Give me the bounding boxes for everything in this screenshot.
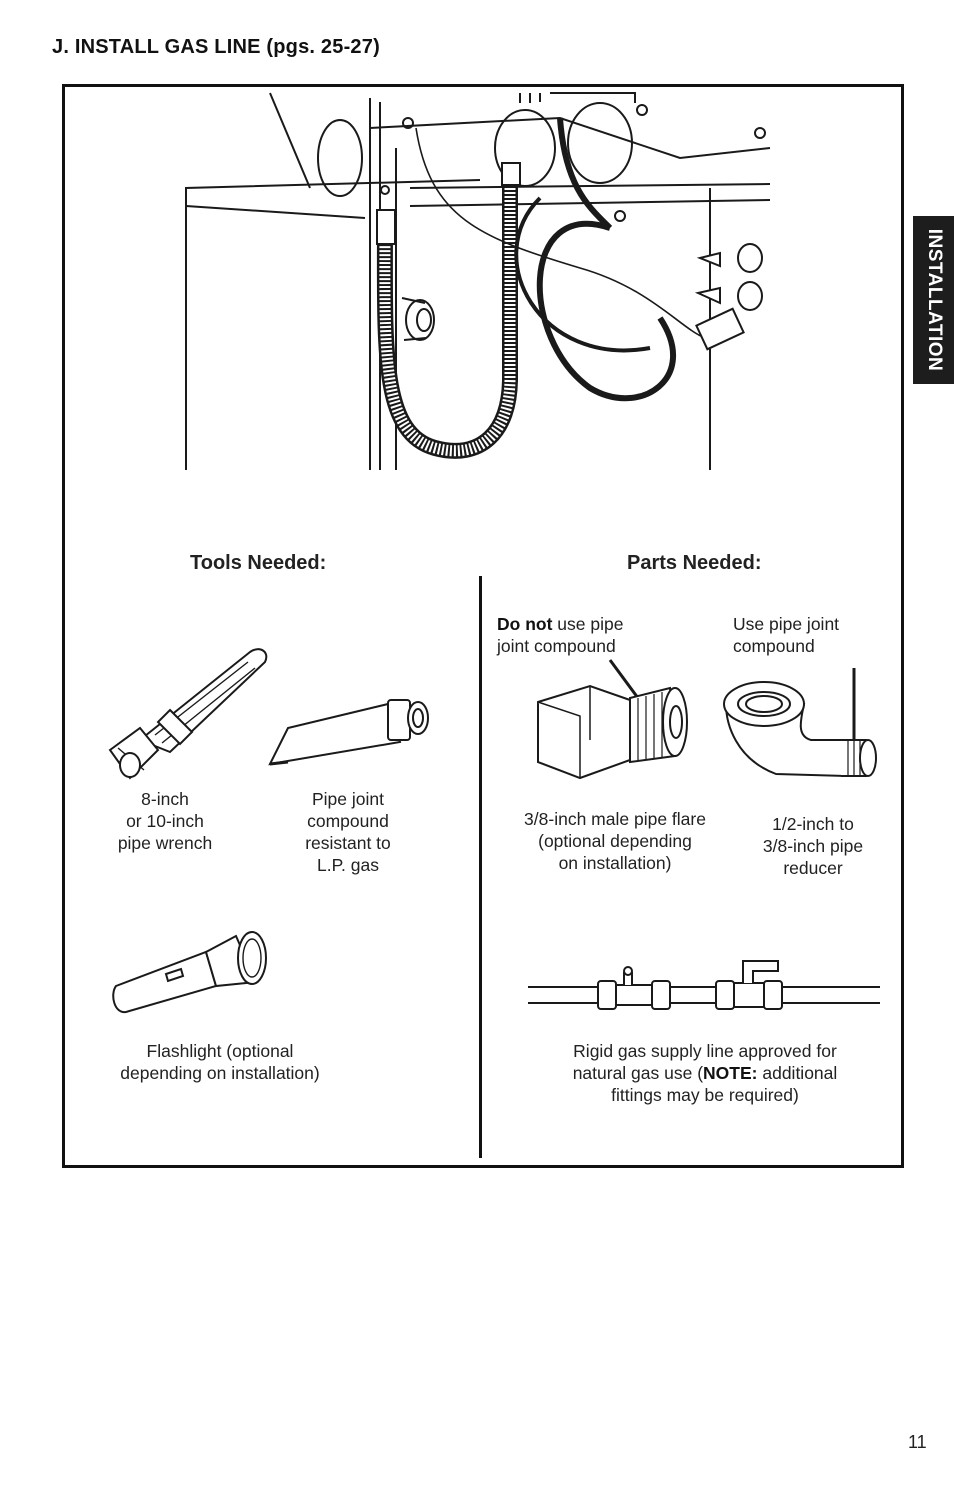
supply-line-caption: Rigid gas supply line approved for natur… (520, 1040, 890, 1106)
reducer-fraction-1: 1/2 (772, 814, 797, 834)
supply-caption-line3: fittings may be required) (611, 1085, 799, 1105)
use-compound-note: Use pipe joint compound (733, 613, 893, 657)
use-compound-line: Use pipe joint (733, 614, 840, 634)
dryer-gas-connection-illustration (185, 92, 771, 470)
supply-caption-line1: Rigid gas supply line approved for (573, 1041, 837, 1061)
reducer-caption-line2: 3/8-inch pipe (738, 835, 888, 857)
compound-caption-line: Pipe joint (312, 789, 384, 809)
reducer-text-1: -inch to (796, 814, 854, 834)
rigid-gas-supply-line-icon (528, 960, 880, 1010)
pipe-compound-tube-icon (268, 699, 429, 766)
flare-caption-line3: on installation) (558, 853, 672, 873)
reducer-fraction-2: 3/8 (762, 836, 788, 856)
supply-text-a: natural gas use ( (572, 1063, 704, 1083)
no-compound-rest: use pipe (552, 614, 624, 634)
wrench-caption-line: 8-inch (141, 789, 189, 809)
no-compound-line: Do not use pipe (497, 613, 697, 635)
installation-side-tab: INSTALLATION (913, 216, 954, 384)
content-frame (62, 84, 904, 1168)
page-number: 11 (908, 1432, 927, 1452)
reducer-caption: 1/2-inch to 3/8-inch pipe reducer (738, 813, 888, 879)
supply-text-b: additional (757, 1063, 838, 1083)
flare-fraction: 3/8 (524, 809, 549, 829)
no-compound-line2: joint compound (497, 636, 616, 656)
compound-caption: Pipe joint compound resistant to L.P. ga… (283, 788, 413, 876)
reducer-caption-line3: reducer (783, 858, 843, 878)
tools-needed-title: Tools Needed: (190, 552, 327, 574)
no-compound-bold: Do not (497, 614, 553, 634)
flashlight-caption: Flashlight (optional depending on instal… (100, 1040, 340, 1084)
reducer-caption-line1: 1/2-inch to (738, 813, 888, 835)
pipe-reducer-icon (723, 668, 877, 778)
flare-caption: 3/8-inch male pipe flare (optional depen… (505, 808, 725, 874)
flare-text: -inch male pipe flare (548, 809, 706, 829)
flare-caption-line2: (optional depending (538, 831, 692, 851)
use-compound-line: compound (733, 636, 815, 656)
side-tab-label: INSTALLATION (923, 228, 945, 372)
supply-caption-line2: natural gas use (NOTE: additional (520, 1062, 890, 1084)
parts-needed-title: Parts Needed: (627, 552, 762, 574)
compound-caption-line: compound (307, 811, 389, 831)
no-compound-note: Do not use pipe joint compound (497, 613, 697, 657)
male-pipe-flare-icon (537, 659, 688, 780)
pipe-wrench-icon (108, 648, 268, 780)
supply-note-bold: NOTE: (703, 1063, 758, 1083)
compound-caption-line: L.P. gas (317, 855, 379, 875)
flashlight-icon (112, 931, 267, 1014)
reducer-text-2: -inch pipe (787, 836, 864, 856)
wrench-caption: 8-inch or 10-inch pipe wrench (100, 788, 230, 854)
wrench-caption-line: or 10-inch (126, 811, 204, 831)
compound-caption-line: resistant to (305, 833, 391, 853)
flare-caption-line1: 3/8-inch male pipe flare (505, 808, 725, 830)
section-heading: J. INSTALL GAS LINE (pgs. 25-27) (52, 36, 380, 58)
flashlight-caption-line: depending on installation) (120, 1063, 320, 1083)
column-divider (479, 576, 482, 1158)
flashlight-caption-line: Flashlight (optional (146, 1041, 294, 1061)
wrench-caption-line: pipe wrench (117, 833, 213, 853)
